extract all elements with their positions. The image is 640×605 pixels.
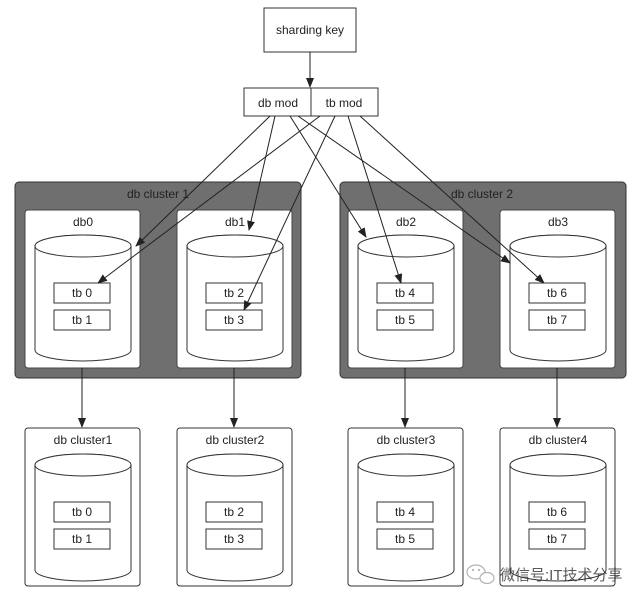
tb-mod-label: tb mod [326,96,363,110]
table-label: tb 2 [224,505,244,519]
db-mod-label: db mod [258,96,298,110]
table-label: tb 1 [72,532,92,546]
arrow-dbmod-to-db3 [297,115,511,264]
watermark-text: 微信号:IT技术分享 [500,567,623,584]
database-db0: db0 tb 0 tb 1 [24,209,141,369]
replica-cluster-3: db cluster3 tb 4 tb 5 [347,427,464,587]
table-label: tb 7 [547,313,567,327]
db-cluster-2: db cluster 2 db2 tb 4 tb 5 db3 tb 6 tb 7 [339,181,627,379]
replica-label: db cluster3 [377,433,436,447]
table-label: tb 6 [547,505,567,519]
table-label: tb 6 [547,286,567,300]
table-label: tb 0 [72,286,92,300]
table-label: tb 0 [72,505,92,519]
arrow-tbmod-to-tb4 [347,115,403,284]
arrow-tbmod-to-tb6 [359,115,545,284]
arrow-dbmod-to-db0 [135,115,271,247]
database-db2: db2 tb 4 tb 5 [347,209,464,369]
wechat-icon [466,564,495,585]
sharding-key-node: sharding key [263,7,357,53]
mod-node: db mod tb mod [243,87,379,117]
db-label: db1 [225,215,245,229]
table-label: tb 4 [395,286,415,300]
connector-arrows [78,52,561,428]
replica-cluster-1: db cluster1 tb 0 tb 1 [24,427,141,587]
table-label: tb 5 [395,532,415,546]
table-label: tb 3 [224,532,244,546]
table-label: tb 2 [224,286,244,300]
cluster-label: db cluster 2 [451,187,513,201]
table-label: tb 5 [395,313,415,327]
sharding-key-label: sharding key [276,23,344,37]
replica-label: db cluster4 [529,433,588,447]
replica-label: db cluster1 [54,433,113,447]
watermark: 微信号:IT技术分享 [466,564,623,585]
replica-label: db cluster2 [206,433,265,447]
table-label: tb 3 [224,313,244,327]
db-label: db0 [73,215,93,229]
table-label: tb 7 [547,532,567,546]
arrow-dbmod-to-db1 [247,115,276,231]
arrow-tbmod-to-tb0 [97,115,321,284]
replica-cluster-4: db cluster4 tb 6 tb 7 [499,427,616,587]
arrow-tbmod-to-tb3 [243,115,336,311]
db-cluster-1: db cluster 1 db0 tb 0 tb 1 db1 tb 2 tb 3 [14,181,302,379]
database-db1: db1 tb 2 tb 3 [176,209,293,369]
db-label: db3 [548,215,568,229]
cluster-label: db cluster 1 [127,187,189,201]
arrow-dbmod-to-db2 [289,115,367,238]
database-db3: db3 tb 6 tb 7 [499,209,616,369]
replica-cluster-2: db cluster2 tb 2 tb 3 [176,427,293,587]
table-label: tb 1 [72,313,92,327]
table-label: tb 4 [395,505,415,519]
db-label: db2 [396,215,416,229]
